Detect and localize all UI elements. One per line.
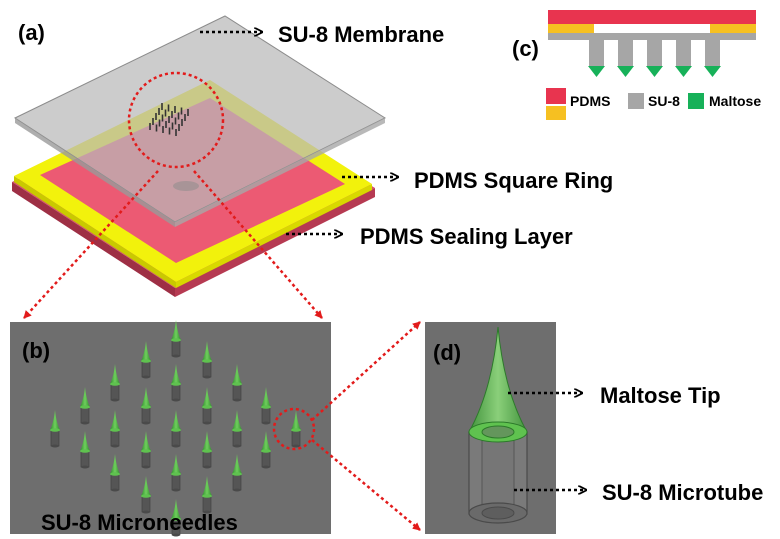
callout-ring-text: PDMS Square Ring xyxy=(414,168,613,193)
microneedle xyxy=(202,387,212,425)
callout-ring: PDMS Square Ring xyxy=(342,168,613,193)
panel-b-caption: SU-8 Microneedles xyxy=(41,510,238,535)
microneedle xyxy=(141,431,151,469)
legend-swatch-pdms xyxy=(546,88,566,104)
microneedle xyxy=(171,320,181,358)
callout-membrane: SU-8 Membrane xyxy=(200,22,444,47)
microneedle xyxy=(110,364,120,402)
microneedle xyxy=(171,364,181,402)
callout-tube: SU-8 Microtube xyxy=(514,480,763,505)
microneedle xyxy=(50,410,60,448)
su8-membrane xyxy=(13,15,387,227)
microneedle xyxy=(261,387,271,425)
panel-c-label: (c) xyxy=(512,36,539,61)
microneedle xyxy=(171,499,181,537)
microneedle xyxy=(202,431,212,469)
panel-b: (b) SU-8 Microneedles xyxy=(10,320,331,537)
microneedle xyxy=(232,410,242,448)
callout-sealing-text: PDMS Sealing Layer xyxy=(360,224,573,249)
callout-membrane-text: SU-8 Membrane xyxy=(278,22,444,47)
microneedle xyxy=(171,410,181,448)
microneedle xyxy=(171,454,181,492)
microneedle xyxy=(202,476,212,514)
microneedle xyxy=(141,341,151,379)
zoom-circle-b xyxy=(272,407,316,451)
needle-grid xyxy=(50,320,301,537)
maltose-tip xyxy=(468,326,528,443)
callout-tube-text: SU-8 Microtube xyxy=(602,480,763,505)
zoom-line-right xyxy=(193,170,323,319)
legend-swatch-maltose xyxy=(688,93,704,109)
panel-d-label: (d) xyxy=(433,340,461,365)
legend-su8: SU-8 xyxy=(648,93,680,109)
panel-b-background xyxy=(10,322,331,534)
callout-sealing: PDMS Sealing Layer xyxy=(286,224,573,249)
su8-microtube xyxy=(468,431,528,524)
zoom-line-upper xyxy=(311,321,421,421)
panel-b-label: (b) xyxy=(22,338,50,363)
microneedle xyxy=(232,364,242,402)
microneedle xyxy=(202,341,212,379)
microneedle xyxy=(291,410,301,448)
panel-c: (c) PDMS SU-8 Maltose xyxy=(512,10,761,120)
microneedle xyxy=(110,410,120,448)
legend: PDMS SU-8 Maltose xyxy=(546,88,761,120)
callout-tip-text: Maltose Tip xyxy=(600,383,721,408)
panel-d: (d) Maltose Tip SU-8 Microtube xyxy=(425,322,763,534)
panel-a-label: (a) xyxy=(18,20,45,45)
zoom-circle-a xyxy=(127,71,225,169)
microneedle xyxy=(141,476,151,514)
microneedle xyxy=(261,431,271,469)
microneedle xyxy=(80,387,90,425)
legend-swatch-pdms-ring xyxy=(546,106,566,120)
microneedle xyxy=(141,387,151,425)
cross-section xyxy=(548,10,756,77)
microneedle xyxy=(232,454,242,492)
legend-maltose: Maltose xyxy=(709,93,761,109)
legend-pdms: PDMS xyxy=(570,93,610,109)
membrane-needle-array xyxy=(149,103,189,136)
callout-tip: Maltose Tip xyxy=(508,383,721,408)
microneedle xyxy=(110,454,120,492)
legend-swatch-su8 xyxy=(628,93,644,109)
panel-a: (a) SU-8 Membrane xyxy=(12,15,613,319)
microneedle xyxy=(80,431,90,469)
